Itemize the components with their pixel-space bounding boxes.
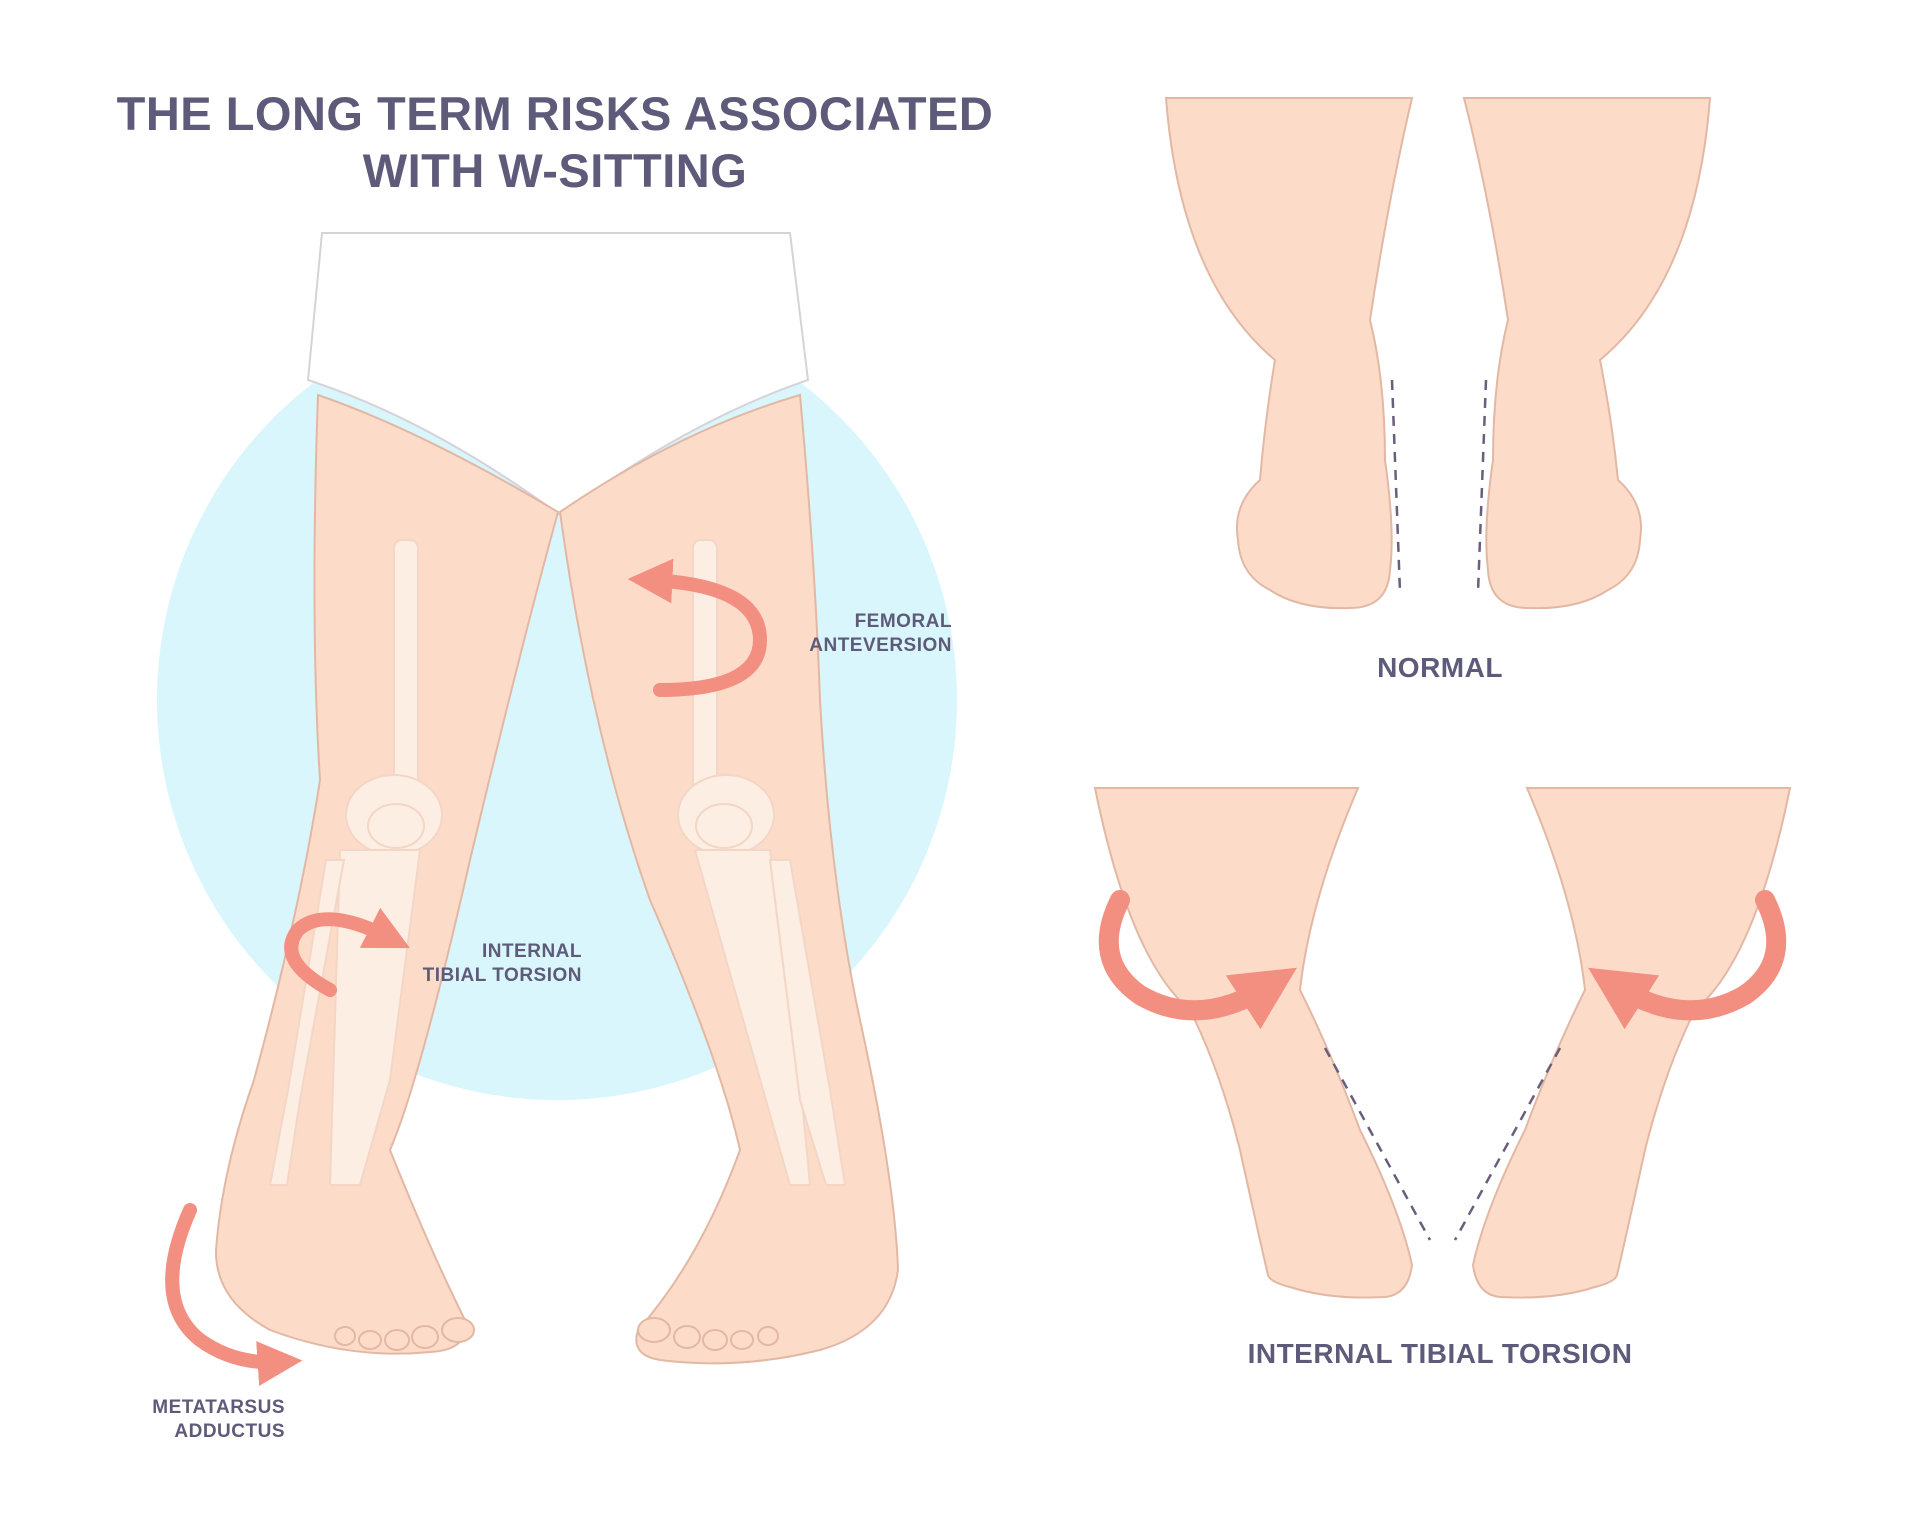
page-title: THE LONG TERM RISKS ASSOCIATED WITH W-SI… <box>110 85 1000 199</box>
label-metatarsus-adductus-line-2: ADDUCTUS <box>130 1420 285 1444</box>
normal-right-leg <box>1464 98 1710 608</box>
torsion-feet-illustration <box>1095 788 1790 1298</box>
label-femoral-anteversion-line-2: ANTEVERSION <box>760 634 952 658</box>
label-internal-tibial-torsion-line-1: INTERNAL <box>400 940 582 964</box>
label-metatarsus-adductus-line-1: METATARSUS <box>130 1396 285 1420</box>
normal-right-alignment-line <box>1478 380 1486 592</box>
normal-left-leg <box>1166 98 1412 608</box>
title-line-2: WITH W-SITTING <box>110 142 1000 199</box>
title-line-1: THE LONG TERM RISKS ASSOCIATED <box>110 85 1000 142</box>
caption-normal: NORMAL <box>1340 652 1540 684</box>
torsion-left-leg <box>1095 788 1412 1298</box>
normal-left-alignment-line <box>1392 380 1400 592</box>
label-metatarsus-adductus: METATARSUS ADDUCTUS <box>130 1396 285 1444</box>
normal-feet-illustration <box>1166 98 1710 608</box>
caption-internal-tibial-torsion: INTERNAL TIBIAL TORSION <box>1190 1338 1690 1370</box>
label-femoral-anteversion: FEMORAL ANTEVERSION <box>760 610 952 658</box>
label-internal-tibial-torsion: INTERNAL TIBIAL TORSION <box>400 940 582 988</box>
label-internal-tibial-torsion-line-2: TIBIAL TORSION <box>400 964 582 988</box>
torsion-right-leg <box>1473 788 1790 1298</box>
label-femoral-anteversion-line-1: FEMORAL <box>760 610 952 634</box>
